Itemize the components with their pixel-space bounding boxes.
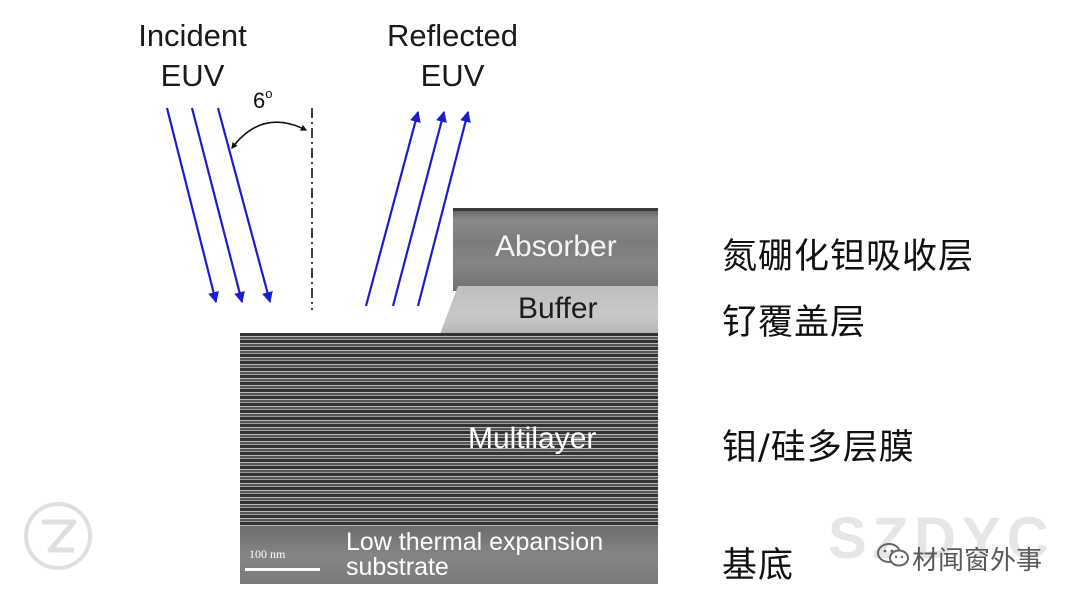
multilayer-label: Multilayer <box>468 422 597 455</box>
reflected-arrow-2 <box>391 110 447 307</box>
incident-arrow-1 <box>165 107 219 304</box>
incident-arrow-3 <box>216 107 273 304</box>
incident-arrow-2 <box>190 107 245 304</box>
incident-euv-label: Incident EUV <box>105 16 280 96</box>
scale-bar-label: 100 nm <box>249 547 286 561</box>
cn-buffer-label: 钌覆盖层 <box>722 303 867 343</box>
substrate-label-line1: Low thermal expansion <box>346 528 604 556</box>
absorber-layer <box>453 208 658 291</box>
logo-icon <box>24 502 92 570</box>
multilayer-stack <box>240 333 658 531</box>
reflected-label-line1: Reflected <box>387 18 518 53</box>
reflected-arrow-3 <box>416 110 471 307</box>
reflected-euv-label: Reflected EUV <box>365 16 540 96</box>
angle-value: 6 <box>253 88 266 113</box>
incident-arrows <box>165 107 273 304</box>
substrate-label: Low thermal expansion substrate <box>346 530 656 580</box>
buffer-layer <box>440 286 658 334</box>
cn-substrate-label: 基底 <box>722 546 795 586</box>
incident-label-line1: Incident <box>138 18 247 53</box>
watermark-text: SZDYC <box>828 506 1055 571</box>
substrate-layer <box>240 526 658 584</box>
wechat-icon <box>877 543 909 567</box>
substrate-label-line2: substrate <box>346 553 449 581</box>
source-label: 材闻窗外事 <box>912 546 1043 576</box>
reflected-label-line2: EUV <box>420 58 485 93</box>
cn-multilayer-label: 钼/硅多层膜 <box>722 428 915 468</box>
cn-absorber-label: 氮硼化钽吸收层 <box>722 237 975 277</box>
scale-bar <box>245 568 320 571</box>
incidence-angle-label: 6o <box>253 86 272 114</box>
reflected-arrow-1 <box>364 110 421 307</box>
buffer-label: Buffer <box>518 292 598 325</box>
reflected-arrows <box>364 110 471 307</box>
incident-label-line2: EUV <box>160 58 225 93</box>
angle-arc <box>231 121 308 150</box>
angle-unit: o <box>265 86 273 101</box>
absorber-label: Absorber <box>495 230 617 263</box>
